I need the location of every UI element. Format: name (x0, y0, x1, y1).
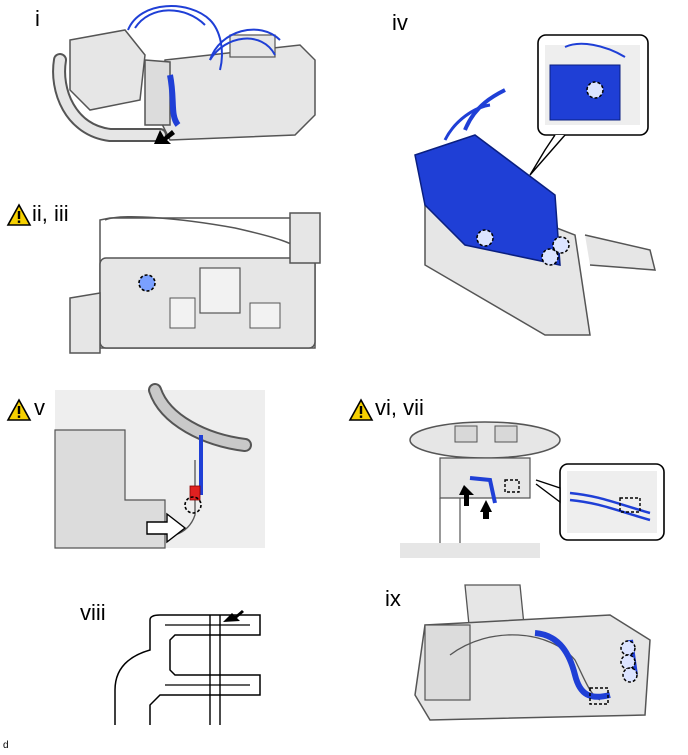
dashed-circle-marker (622, 667, 638, 683)
arrow-icon (480, 500, 492, 519)
illustration-step-ix (414, 584, 651, 721)
dashed-circle-marker (541, 248, 559, 266)
illustration-step-i (52, 5, 316, 144)
step-label-ix: ix (385, 586, 401, 611)
warning-triangle-icon (6, 203, 32, 226)
dashed-circle-marker (552, 236, 570, 254)
warning-triangle-icon (6, 398, 32, 421)
illustration-step-ii-iii (69, 212, 321, 354)
dashed-square-marker (589, 687, 609, 705)
dashed-square-marker (504, 479, 520, 493)
step-label-viii: viii (80, 600, 106, 625)
step-label-iv: iv (392, 10, 408, 35)
step-label-i: i (35, 6, 40, 31)
arrow-icon (223, 610, 244, 622)
illustration-step-v (54, 383, 265, 549)
illustration-step-iv (414, 34, 656, 336)
dashed-circle-marker (138, 274, 156, 292)
dashed-circle-marker (620, 654, 636, 670)
arrow-icon (459, 485, 474, 506)
step-label-v: v (34, 395, 45, 420)
dashed-circle-marker (476, 229, 494, 247)
arrow-icon (146, 512, 187, 544)
step-label-vi-vii: vi, vii (375, 395, 424, 420)
figure-code: d (3, 740, 9, 751)
step-label-ii-iii: ii, iii (32, 201, 69, 226)
dashed-square-marker (619, 497, 641, 513)
illustration-step-viii (114, 610, 261, 725)
dashed-circle-marker (586, 81, 604, 99)
dashed-circle-marker (620, 640, 636, 656)
warning-triangle-icon (348, 398, 374, 421)
illustration-step-vi-vii (400, 421, 665, 558)
dashed-circle-marker (184, 496, 202, 514)
arrow-icon (154, 130, 175, 144)
